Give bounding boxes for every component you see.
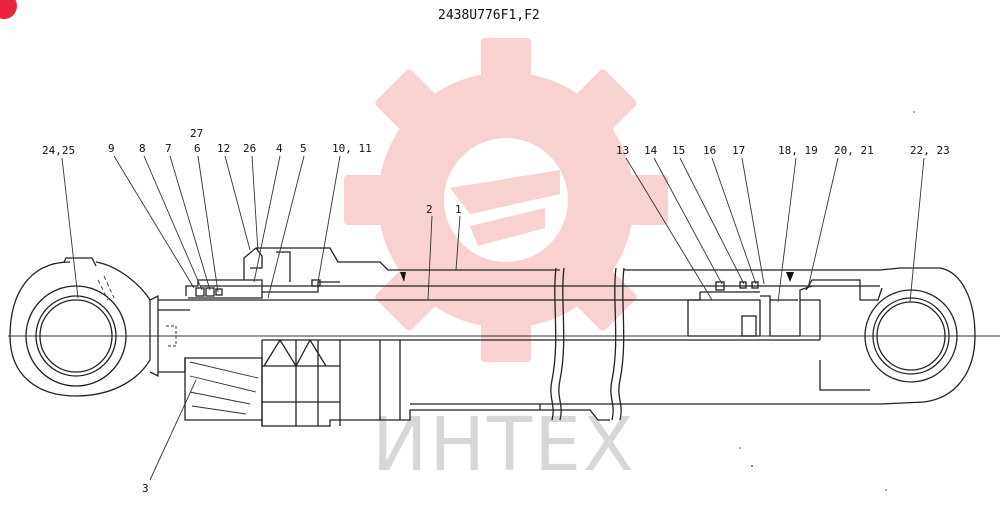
callout-2: 2 <box>426 203 433 216</box>
callout-14: 14 <box>644 144 658 157</box>
callout-4: 4 <box>276 142 283 155</box>
piston-rod <box>158 299 700 373</box>
callout-12: 12 <box>217 142 230 155</box>
callout-13: 13 <box>616 144 629 157</box>
callout-8: 8 <box>139 142 146 155</box>
callout-17: 17 <box>732 144 745 157</box>
callout-16: 16 <box>703 144 716 157</box>
callout-5: 5 <box>300 142 307 155</box>
cylinder-tube <box>200 267 880 421</box>
cylinder-head <box>185 247 560 299</box>
rod-lower-body <box>184 338 541 427</box>
callout-1: 1 <box>455 203 462 216</box>
callout-18-19: 18, 19 <box>778 144 818 157</box>
callout-3: 3 <box>142 482 149 495</box>
callout-22-23: 22, 23 <box>910 144 950 157</box>
watermark-text: ИНТЕХ <box>372 402 636 488</box>
callout-20-21: 20, 21 <box>834 144 874 157</box>
callout-10-11: 10, 11 <box>332 142 372 155</box>
callout-7: 7 <box>165 142 172 155</box>
callout-24-25: 24,25 <box>42 144 75 157</box>
rod-eye <box>9 257 159 397</box>
callout-27: 27 <box>190 127 203 140</box>
callout-26: 26 <box>243 142 256 155</box>
scan-specks <box>739 111 915 491</box>
leader-lines <box>61 155 925 481</box>
callout-9: 9 <box>108 142 115 155</box>
callout-labels: 24,25 9 8 7 27 6 12 26 4 5 10, 11 2 1 13… <box>42 127 950 495</box>
cap-eye <box>819 267 976 405</box>
callout-15: 15 <box>672 144 685 157</box>
corner-badge <box>0 0 17 19</box>
callout-6: 6 <box>194 142 201 155</box>
drawing-title: 2438U776F1,F2 <box>438 8 540 23</box>
watermark-gear-icon <box>344 38 668 362</box>
